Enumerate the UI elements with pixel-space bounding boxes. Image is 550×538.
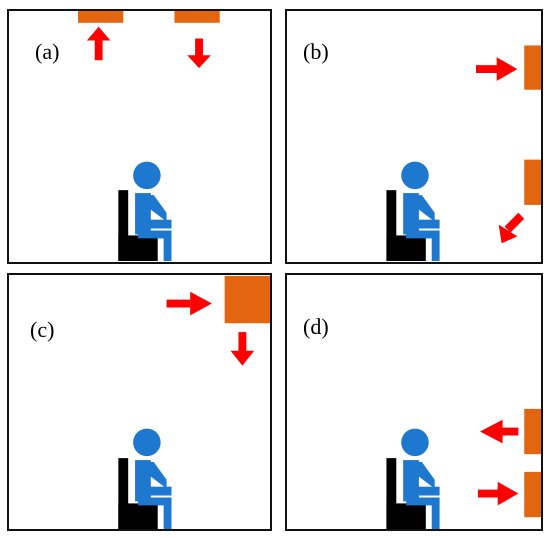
panel-d: (d): [285, 273, 543, 531]
panel-c: (c): [7, 273, 272, 531]
arrow-down-icon: [230, 332, 255, 366]
source-panel-top-right: [174, 11, 220, 23]
panel-label-d: (d): [303, 314, 329, 339]
seated-person-icon: [386, 428, 440, 529]
seated-person-icon: [118, 428, 172, 529]
panel-label-b: (b): [303, 39, 329, 64]
arrow-right-icon: [476, 57, 518, 81]
arrow-left-icon: [479, 419, 519, 444]
seated-person-icon: [118, 161, 172, 262]
panel-label-c: (c): [30, 317, 55, 342]
seated-person-icon: [386, 161, 440, 262]
panel-b: (b): [285, 9, 543, 264]
panel-a: (a): [7, 9, 272, 264]
panel-label-a: (a): [35, 39, 60, 64]
source-panel-right-bottom: [524, 159, 541, 205]
arrow-down-left-icon: [498, 212, 525, 244]
arrow-down-icon: [187, 38, 211, 69]
panel-c-drawing: [118, 275, 270, 529]
arrow-right-icon: [166, 291, 212, 316]
arrow-up-icon: [86, 26, 111, 61]
panel-a-drawing: [77, 11, 220, 262]
source-panel-right-top: [524, 408, 541, 455]
panel-b-drawing: [386, 45, 541, 262]
source-panel-right-bottom: [524, 471, 541, 518]
source-panel-corner: [224, 275, 270, 324]
panel-d-drawing: [386, 408, 541, 529]
source-panel-right-top: [524, 45, 541, 90]
source-panel-top-left: [77, 11, 124, 23]
arrow-right-icon: [477, 481, 519, 506]
